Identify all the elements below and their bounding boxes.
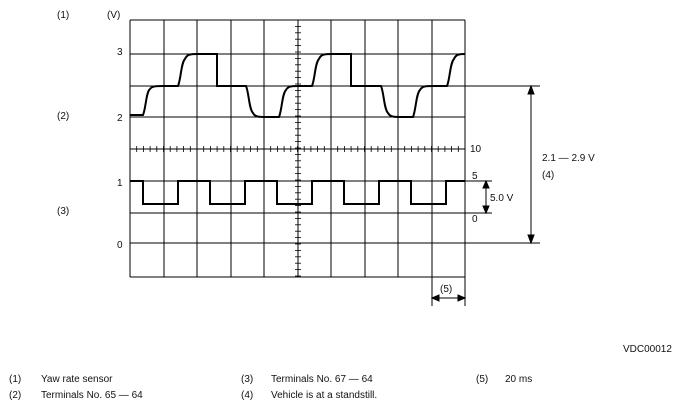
amplitude-label: 5.0 V (490, 193, 514, 204)
legend-text-4: Vehicle is at a standstill. (271, 390, 378, 401)
legend-text-3: Terminals No. 67 — 64 (271, 374, 373, 385)
unit-label: (V) (107, 10, 120, 21)
label-4: (4) (542, 170, 554, 181)
axis-label-1: 1 (117, 178, 123, 189)
yaw-rate-waveform (130, 53, 466, 118)
label-5: (5) (440, 284, 452, 295)
legend-num-2: (2) (9, 390, 22, 401)
legend-num-1: (1) (9, 374, 22, 385)
center-tick-marks (129, 19, 466, 277)
right-label-10: 10 (470, 144, 482, 155)
pulse-waveform (130, 180, 465, 205)
axis-label-3: 3 (117, 47, 123, 58)
label-1: (1) (57, 10, 69, 21)
legend-num-5: (5) (476, 374, 489, 385)
voltage-range-label: 2.1 — 2.9 V (542, 153, 595, 164)
axis-label-0: 0 (117, 240, 123, 251)
dimension-lines (430, 84, 540, 306)
figure-code: VDC00012 (623, 344, 672, 355)
label-2: (2) (57, 111, 69, 122)
legend-text-2: Terminals No. 65 — 64 (41, 390, 143, 401)
right-label-0: 0 (472, 214, 478, 225)
legend-text-1: Yaw rate sensor (41, 374, 113, 385)
axis-label-2: 2 (117, 113, 123, 124)
label-3: (3) (57, 206, 69, 217)
legend-num-3: (3) (241, 374, 254, 385)
right-label-5: 5 (472, 171, 478, 182)
legend-num-4: (4) (241, 390, 254, 401)
legend-text-5: 20 ms (505, 374, 533, 385)
